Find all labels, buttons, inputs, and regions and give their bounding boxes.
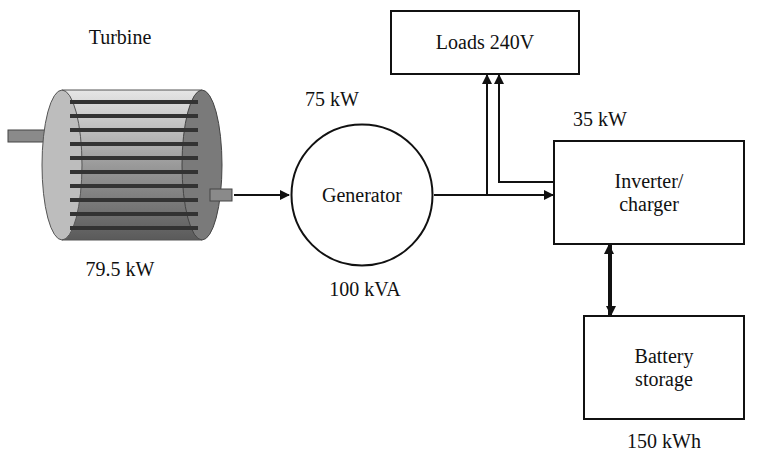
text-group: Generator bbox=[322, 184, 402, 207]
generator-circle: Generator bbox=[290, 123, 434, 267]
load-box: Loads 240V bbox=[390, 10, 580, 75]
node-text: Generator bbox=[322, 184, 402, 207]
text-group: Loads 240V bbox=[436, 31, 534, 54]
power-connector bbox=[608, 245, 610, 315]
power-rating: 75 kW bbox=[303, 88, 361, 111]
text-group: Inverter/ charger bbox=[599, 170, 699, 216]
power-rating: 35 kW bbox=[571, 108, 629, 131]
battery-box: Battery storage bbox=[583, 315, 745, 420]
inverter-box: Inverter/ charger bbox=[553, 140, 745, 245]
apparent-power-rating: 100 kVA bbox=[327, 278, 402, 301]
turbine-label: Turbine bbox=[87, 26, 154, 49]
energy-capacity: 150 kWh bbox=[625, 430, 703, 453]
power-connector bbox=[499, 75, 553, 182]
power-connector bbox=[610, 245, 612, 315]
node-text: Battery storage bbox=[614, 345, 714, 391]
power-connector bbox=[434, 194, 553, 196]
text-group: Battery storage bbox=[614, 345, 714, 391]
power-connector bbox=[434, 75, 487, 195]
node-text: Loads 240V bbox=[436, 31, 534, 54]
power-rating: 79.5 kW bbox=[84, 258, 157, 281]
node-text: Inverter/ charger bbox=[599, 170, 699, 216]
